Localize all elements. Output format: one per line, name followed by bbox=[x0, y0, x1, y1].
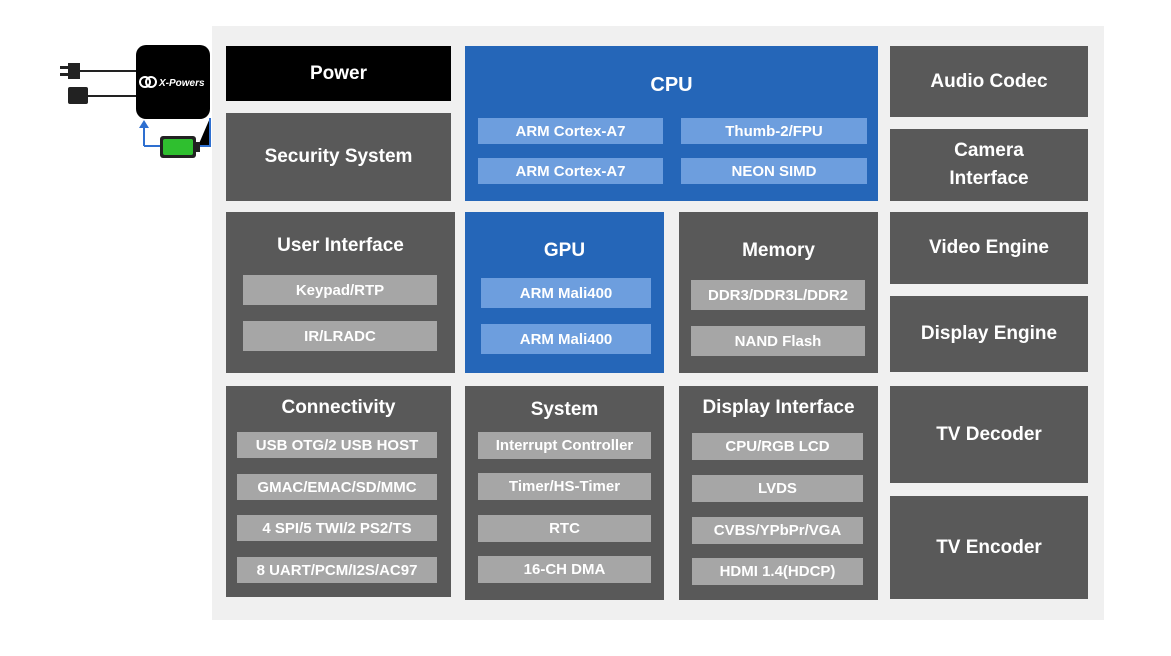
memory-ddr-item: DDR3/DDR3L/DDR2 bbox=[691, 280, 865, 310]
memory-block: Memory DDR3/DDR3L/DDR2 NAND Flash bbox=[679, 212, 878, 373]
security-system-block: Security System bbox=[226, 113, 451, 201]
tv-encoder-block: TV Encoder bbox=[890, 496, 1088, 599]
cpu-core-item: ARM Cortex-A7 bbox=[478, 118, 663, 144]
cpu-block: CPU ARM Cortex-A7 Thumb-2/FPU ARM Cortex… bbox=[465, 46, 878, 201]
keypad-rtp-item: Keypad/RTP bbox=[243, 275, 437, 305]
system-item: Interrupt Controller bbox=[478, 432, 651, 459]
connectivity-item: 8 UART/PCM/I2S/AC97 bbox=[237, 557, 437, 583]
battery-arrow bbox=[139, 118, 211, 147]
connectivity-title: Connectivity bbox=[281, 397, 396, 418]
cpu-core-item: ARM Cortex-A7 bbox=[478, 158, 663, 184]
gpu-title: GPU bbox=[543, 240, 586, 261]
audio-codec-block: Audio Codec bbox=[890, 46, 1088, 117]
system-item: 16-CH DMA bbox=[478, 556, 651, 583]
camera-interface-block: Camera Interface bbox=[890, 129, 1088, 201]
display-interface-block: Display Interface CPU/RGB LCD LVDS CVBS/… bbox=[679, 386, 878, 600]
connectivity-item: USB OTG/2 USB HOST bbox=[237, 432, 437, 458]
gpu-block: GPU ARM Mali400 ARM Mali400 bbox=[465, 212, 664, 373]
user-interface-title: User Interface bbox=[277, 235, 404, 256]
cpu-title: CPU bbox=[650, 74, 693, 96]
display-interface-item: CPU/RGB LCD bbox=[692, 433, 863, 460]
display-engine-block: Display Engine bbox=[890, 296, 1088, 372]
tv-decoder-block: TV Decoder bbox=[890, 386, 1088, 483]
connectivity-item: GMAC/EMAC/SD/MMC bbox=[237, 474, 437, 500]
ir-lradc-item: IR/LRADC bbox=[243, 321, 437, 351]
display-interface-title: Display Interface bbox=[702, 397, 855, 418]
memory-title: Memory bbox=[742, 240, 815, 261]
xpowers-logo-icon: X-Powers bbox=[139, 76, 205, 89]
memory-nand-item: NAND Flash bbox=[691, 326, 865, 356]
gpu-core-item: ARM Mali400 bbox=[481, 278, 651, 308]
display-interface-item: HDMI 1.4(HDCP) bbox=[692, 558, 863, 585]
gpu-core-item: ARM Mali400 bbox=[481, 324, 651, 354]
connectivity-block: Connectivity USB OTG/2 USB HOST GMAC/EMA… bbox=[226, 386, 451, 597]
power-plug-icon bbox=[60, 63, 136, 79]
power-block: Power bbox=[226, 46, 451, 101]
cpu-neon-simd-item: NEON SIMD bbox=[681, 158, 867, 184]
svg-text:X-Powers: X-Powers bbox=[158, 78, 205, 89]
cpu-thumb-fpu-item: Thumb-2/FPU bbox=[681, 118, 867, 144]
xpowers-chip: X-Powers bbox=[136, 45, 210, 119]
user-interface-block: User Interface Keypad/RTP IR/LRADC bbox=[226, 212, 455, 373]
video-engine-block: Video Engine bbox=[890, 212, 1088, 284]
system-item: RTC bbox=[478, 515, 651, 542]
connectivity-item: 4 SPI/5 TWI/2 PS2/TS bbox=[237, 515, 437, 541]
system-block: System Interrupt Controller Timer/HS-Tim… bbox=[465, 386, 664, 600]
display-interface-item: LVDS bbox=[692, 475, 863, 502]
battery-icon bbox=[160, 136, 200, 158]
usb-adapter-icon bbox=[68, 87, 136, 104]
display-interface-item: CVBS/YPbPr/VGA bbox=[692, 517, 863, 544]
system-title: System bbox=[530, 399, 599, 420]
system-item: Timer/HS-Timer bbox=[478, 473, 651, 500]
